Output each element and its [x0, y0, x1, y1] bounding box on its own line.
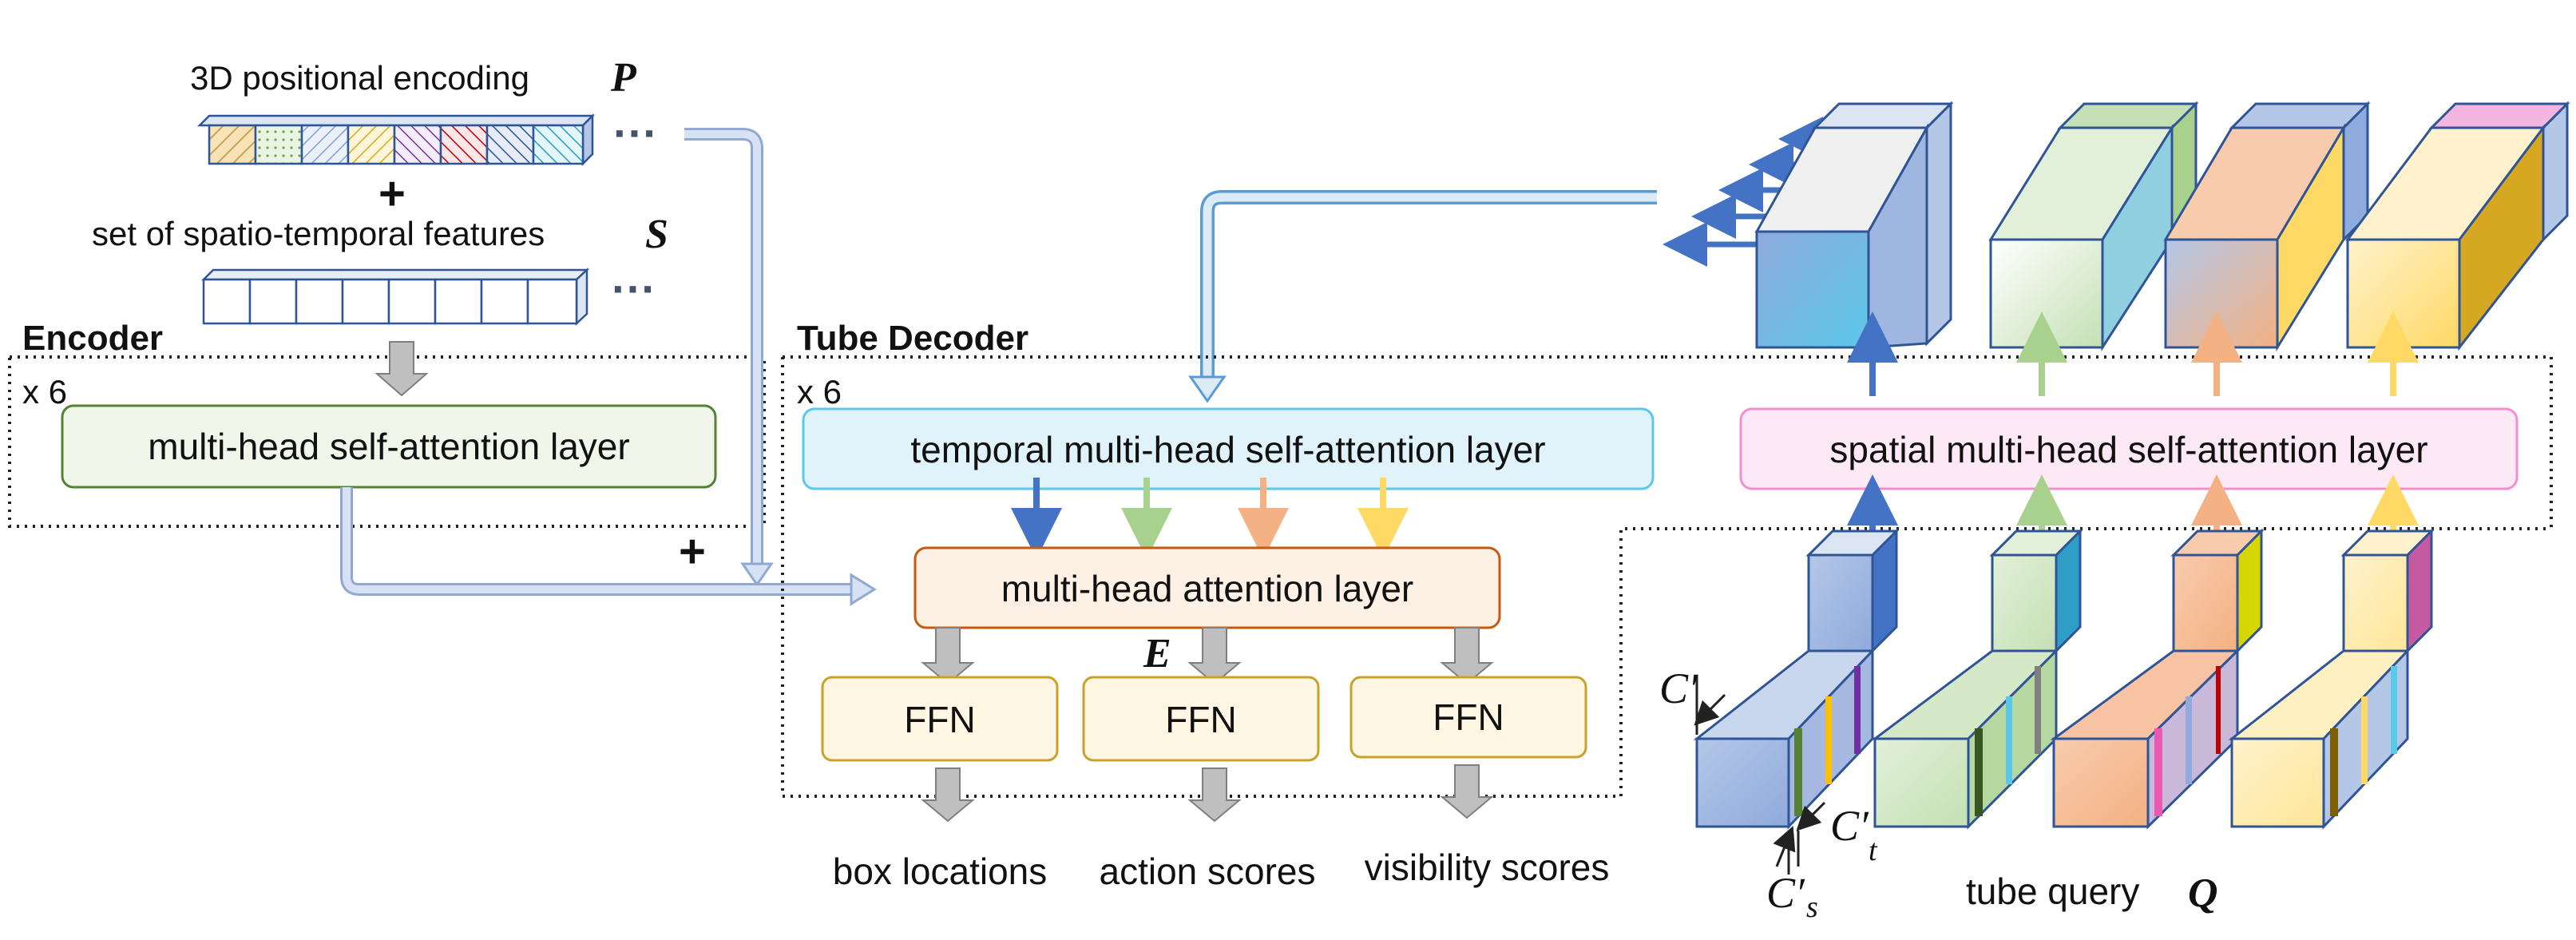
query-tube-front-face	[2230, 737, 2325, 828]
query-tube-front-face	[1695, 737, 1790, 828]
encoding-token	[300, 124, 350, 165]
output-tube-front-face	[1755, 230, 1870, 349]
output-tube-front-face	[1989, 238, 2104, 349]
features-group: set of spatio-temporal features S ···	[92, 212, 668, 326]
dim-s-subscript: s	[1806, 890, 1818, 924]
positional-encoding-symbol: P	[610, 55, 637, 101]
output-tube-blue	[1754, 101, 1954, 349]
output-tube-front-face	[2164, 238, 2279, 349]
encoding-to-decoder-pipe	[684, 130, 761, 567]
ffn-output-arrow	[921, 767, 975, 823]
encoding-token	[532, 124, 585, 165]
feature-token	[526, 278, 578, 325]
connector-pipes	[340, 128, 1657, 606]
tube-query-group: C′ C′ t C′ s tube query Q	[1659, 528, 2435, 924]
ffn-box	[1349, 676, 1587, 759]
attention-to-ffn-arrow	[1440, 627, 1494, 685]
encoder-to-decoder-pipe	[343, 487, 854, 593]
query-tube-front-face	[1873, 737, 1970, 828]
output-visibility-scores: visibility scores	[1365, 847, 1610, 888]
encoder-title: Encoder	[22, 319, 163, 358]
spatial-self-attention-layer	[1739, 407, 2519, 490]
decoder-dashed-frame	[781, 357, 2551, 798]
temporal-self-attention-layer	[802, 407, 1655, 490]
tube-query-label: tube query	[1966, 871, 2139, 912]
dim-s-label: C′	[1766, 869, 1805, 917]
ffn-label: FFN	[904, 699, 975, 740]
query-tube-front-face	[2052, 737, 2150, 828]
attention-to-ffn-arrow	[1187, 627, 1242, 685]
ffn-label: FFN	[1433, 696, 1504, 738]
dim-s-arrow	[1773, 826, 1796, 867]
query-tube-green	[1871, 528, 2083, 830]
positional-encoding-group: 3D positional encoding P ··· +	[190, 55, 658, 220]
output-tube-yellow	[2345, 101, 2570, 351]
features-symbol: S	[645, 212, 668, 257]
ffn-output-arrow	[1440, 764, 1494, 819]
encoding-ellipsis: ···	[613, 108, 658, 158]
feature-token	[248, 278, 298, 325]
output-tube-green	[1988, 101, 2199, 352]
dimension-annotations: C′ C′ t C′ s	[1659, 664, 1878, 924]
encoder-repeat: x 6	[22, 373, 67, 411]
tube-decoder-block: Tube Decoder x 6 temporal multi-head sel…	[781, 319, 2553, 892]
ffn-box	[1082, 676, 1320, 762]
positional-encoding-tokens	[196, 113, 596, 167]
query-feedback-pipe	[1203, 192, 1657, 379]
feature-token	[341, 278, 390, 325]
positional-encoding-label: 3D positional encoding	[190, 59, 529, 97]
encoding-token	[393, 124, 442, 165]
attention-to-ffn-arrow	[921, 627, 975, 685]
output-tubes	[1663, 101, 2570, 559]
encoding-side-face	[581, 113, 594, 167]
query-tube-blue	[1693, 528, 1900, 830]
feature-tokens	[200, 268, 590, 326]
tube-query-symbol: Q	[2188, 871, 2218, 916]
encoding-token	[208, 124, 257, 165]
output-box-locations: box locations	[833, 851, 1048, 892]
dim-t-label: C′	[1830, 802, 1869, 850]
encoding-top-face	[196, 114, 596, 127]
dim-t-subscript: t	[1869, 834, 1878, 867]
dim-c-arrow	[1694, 693, 1726, 726]
decoder-embedding-symbol: E	[1143, 631, 1171, 676]
ffn-label: FFN	[1165, 699, 1236, 740]
feature-token	[387, 278, 437, 325]
dim-t-arrow	[1796, 801, 1826, 831]
ffn-box	[821, 676, 1059, 762]
feature-token	[295, 278, 344, 325]
query-tube-orange	[2050, 528, 2265, 830]
spatial-layer-label: spatial multi-head self-attention layer	[1829, 429, 2427, 470]
encoding-token	[347, 124, 396, 165]
encoder-dashed-frame	[8, 355, 766, 528]
decoder-title: Tube Decoder	[797, 319, 1028, 358]
encoder-block: Encoder x 6 multi-head self-attention la…	[8, 319, 766, 577]
encoding-token	[439, 124, 489, 165]
feature-token	[202, 278, 252, 325]
encoding-token	[485, 124, 535, 165]
encoder-plus-sign: +	[679, 526, 706, 577]
encoder-self-attention-layer	[61, 404, 717, 489]
feature-token	[434, 278, 483, 325]
feature-token	[480, 278, 529, 325]
dim-c-label: C′	[1659, 664, 1698, 712]
ffn-output-arrow	[1187, 767, 1242, 823]
output-action-scores: action scores	[1099, 851, 1315, 892]
query-tube-yellow	[2228, 528, 2435, 830]
output-tube-front-face	[2346, 238, 2461, 349]
decoder-repeat: x 6	[797, 373, 842, 411]
features-label: set of spatio-temporal features	[92, 215, 545, 252]
encoder-layer-label: multi-head self-attention layer	[148, 426, 629, 467]
temporal-layer-label: temporal multi-head self-attention layer	[910, 429, 1545, 470]
features-ellipsis: ···	[612, 264, 656, 314]
encoding-plus-sign: +	[378, 168, 406, 220]
encoding-token	[254, 124, 303, 165]
attention-layer-label: multi-head attention layer	[1001, 568, 1414, 609]
encoder-input-arrow	[375, 341, 429, 397]
